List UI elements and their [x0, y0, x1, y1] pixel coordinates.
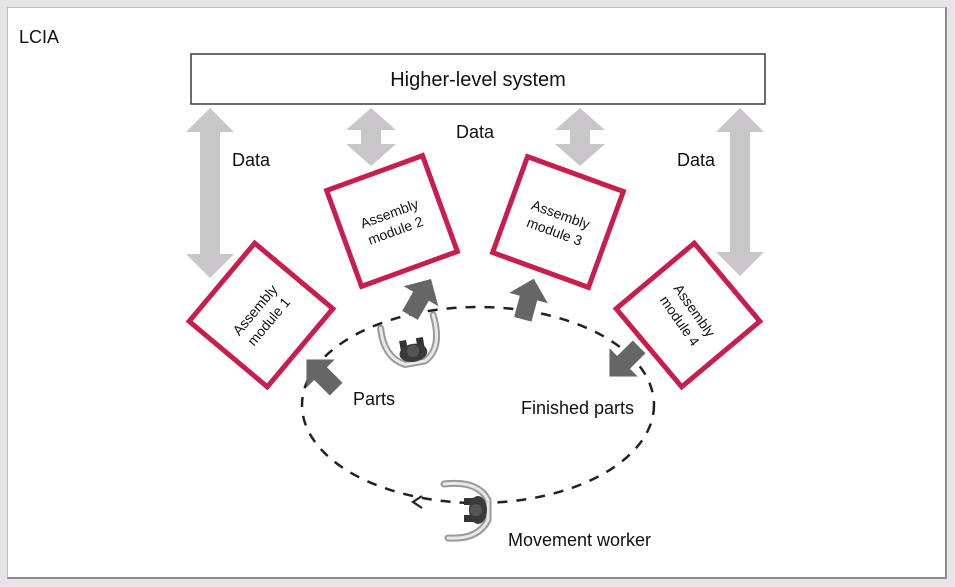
worker-path: [300, 305, 656, 509]
worker-top-icon: [377, 311, 441, 369]
assembly-module-4: Assemblymodule 4: [612, 239, 764, 391]
assembly-module-1-box: [185, 239, 337, 391]
parts-arrow-to-module-1: [306, 359, 343, 396]
data-arrow-module-2: [346, 108, 396, 166]
finished-parts-arrow-from-module-4: [609, 340, 646, 377]
data-arrow-module-4: [716, 108, 764, 276]
data-arrow-module-1: [186, 108, 234, 278]
assembly-module-3: Assemblymodule 3: [489, 153, 627, 291]
worker-bottom-icon: [440, 479, 492, 542]
assembly-module-2-box: [323, 152, 461, 290]
finished-parts-label: Finished parts: [521, 398, 634, 418]
higher-level-system-label: Higher-level system: [390, 69, 566, 91]
movement-worker-label: Movement worker: [508, 530, 651, 550]
assembly-module-2: Assemblymodule 2: [323, 152, 461, 290]
assembly-module-4-box: [612, 239, 764, 391]
assembly-module-1: Assemblymodule 1: [185, 239, 337, 391]
data-label-right: Data: [677, 150, 716, 170]
path-direction-arrowhead: [411, 495, 423, 509]
arrow-to-module-2: [402, 278, 439, 320]
parts-label: Parts: [353, 389, 395, 409]
data-arrow-module-3: [555, 108, 605, 166]
assembly-module-3-box: [489, 153, 627, 291]
arrow-to-module-3: [509, 278, 548, 322]
data-label-left: Data: [232, 150, 271, 170]
frame-title: LCIA: [19, 27, 59, 47]
higher-level-system-box: Higher-level system: [190, 53, 766, 105]
data-label-center: Data: [456, 122, 495, 142]
